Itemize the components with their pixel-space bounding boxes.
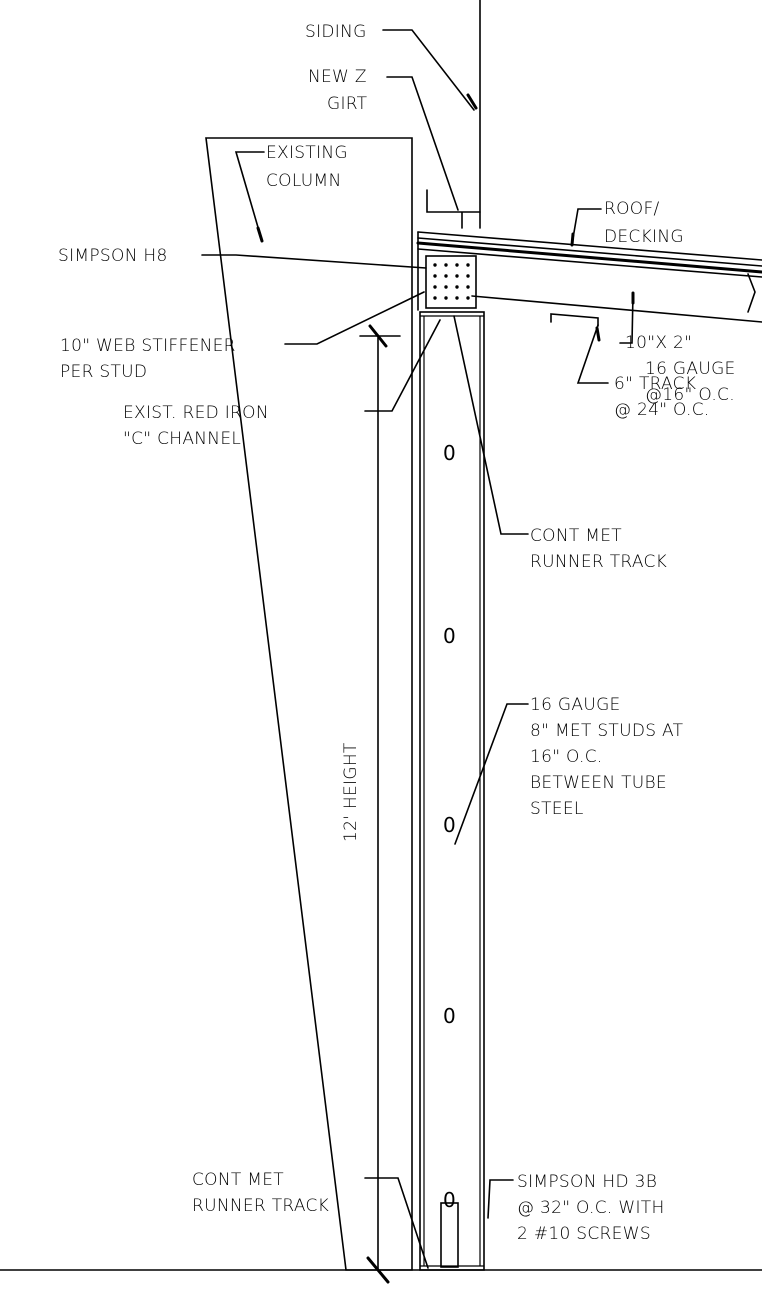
simpson-hd3b-holddown [440,1202,459,1268]
label-runner-track-bottom-line2: RUNNER TRACK [192,1196,329,1216]
simpson-h8-connector [425,255,477,309]
stud-hole: 0 [443,441,456,465]
label-red-iron-line1: EXIST. RED IRON [123,403,269,423]
label-roof-decking-line1: ROOF/ [604,199,660,219]
label-web-stiffener-line2: PER STUD [60,362,147,382]
label-six-inch-track-line2: @ 24" O.C. [614,400,710,420]
label-existing-column-line2: COLUMN [266,171,342,191]
existing-column [205,137,413,1271]
label-joist-line1: 10"X 2" [625,333,692,353]
label-height: 12' HEIGHT [341,742,361,842]
label-studs-line3: 16" O.C. [530,747,603,767]
annotations: SIDING NEW Z GIRT EXISTING COLUMN ROOF/ … [58,22,736,1244]
label-new-z-girt-line2: GIRT [327,94,368,114]
label-runner-track-bottom-line1: CONT MET [192,1170,284,1190]
label-studs-line1: 16 GAUGE [530,695,621,715]
roof-joist [416,231,762,323]
label-new-z-girt-line1: NEW Z [308,67,367,87]
six-inch-track [550,313,599,327]
z-girt [426,189,481,229]
label-roof-decking-line2: DECKING [604,227,684,247]
leader-lines [201,29,635,1269]
height-dimension [359,324,401,1284]
label-simpson-hd3b-line3: 2 #10 SCREWS [517,1224,651,1244]
label-runner-track-top-line2: RUNNER TRACK [530,552,667,572]
label-runner-track-top-line1: CONT MET [530,526,622,546]
label-red-iron-line2: "C" CHANNEL [123,429,241,449]
label-joist-line2: 16 GAUGE [645,359,736,379]
label-web-stiffener-line1: 10" WEB STIFFENER [60,336,236,356]
label-existing-column-line1: EXISTING [266,143,348,163]
label-studs-line2: 8" MET STUDS AT [530,721,684,741]
metal-stud [419,311,485,1271]
stud-hole: 0 [443,1004,456,1028]
label-simpson-hd3b-line2: @ 32" O.C. WITH [517,1198,665,1218]
label-studs-line4: BETWEEN TUBE [530,773,667,793]
label-six-inch-track-line1: 6" TRACK [614,374,696,394]
label-studs-line5: STEEL [530,799,584,819]
stud-hole: 0 [443,813,456,837]
stud-hole: 0 [443,1188,456,1212]
label-joist-line3: @16" O.C. [645,385,735,405]
label-simpson-h8: SIMPSON H8 [58,246,168,266]
stud-hole: 0 [443,624,456,648]
label-siding: SIDING [305,22,367,42]
label-simpson-hd3b-line1: SIMPSON HD 3B [517,1172,657,1192]
